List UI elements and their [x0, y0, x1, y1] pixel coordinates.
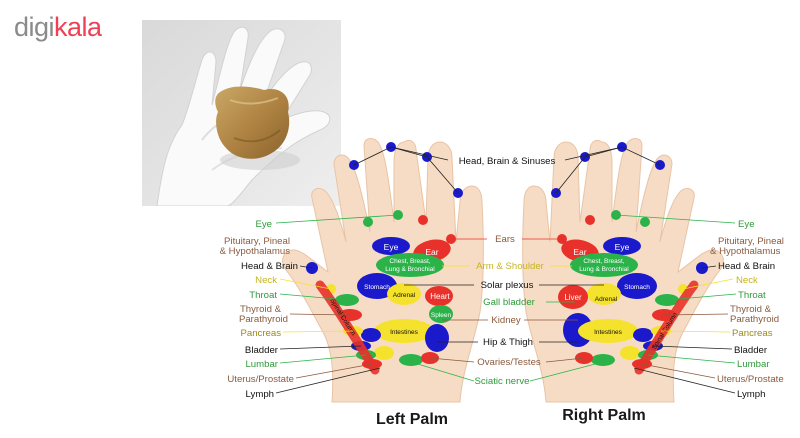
label-kidney: Kidney [491, 315, 521, 326]
label-pituitary-left-2: & Hypothalamus [220, 246, 291, 257]
right-palm-title: Right Palm [562, 407, 646, 424]
label-thyroid-left-2: Parathyroid [239, 314, 288, 325]
label-lymph-left: Lymph [246, 389, 274, 400]
logo-part-digi: digi [14, 12, 55, 42]
label-uterus-left: Uterus/Prostate [227, 374, 294, 385]
leader-lines [275, 146, 737, 394]
label-eye-side-left: Eye [255, 219, 272, 230]
label-eye-side-right: Eye [738, 219, 755, 230]
center-labels: Head, Brain & Sinuses Ears Arm & Shoulde… [459, 156, 556, 387]
label-lymph-right: Lymph [737, 389, 765, 400]
label-adrenal-left: Adrenal [393, 292, 416, 299]
label-adrenal-right: Adrenal [595, 296, 618, 303]
label-head-brain-sinuses: Head, Brain & Sinuses [459, 156, 556, 167]
label-stomach-left: Stomach [364, 284, 390, 291]
label-neck-left: Neck [255, 275, 277, 286]
label-hip-thigh: Hip & Thigh [483, 337, 533, 348]
label-ovaries-testes: Ovaries/Testes [477, 357, 541, 368]
left-side-labels: Eye Pituitary, Pineal & Hypothalamus Hea… [220, 219, 298, 400]
label-eye-right: Eye [615, 242, 630, 252]
label-neck-right: Neck [736, 275, 758, 286]
label-pancreas-left: Pancreas [240, 328, 281, 339]
left-palm-title: Left Palm [376, 411, 448, 428]
label-chest-left-2: Lung & Bronchial [385, 266, 435, 273]
right-side-labels: Eye Pituitary, Pineal & Hypothalamus Hea… [710, 219, 784, 400]
label-head-brain-right: Head & Brain [718, 261, 775, 272]
label-gall-bladder: Gall bladder [483, 297, 536, 308]
label-ear-left: Ear [425, 247, 438, 257]
label-sciatic-nerve: Sciatic nerve [475, 376, 530, 387]
label-lumbar-left: Lumbar [245, 359, 278, 370]
wooden-massage-tool-icon [215, 86, 300, 170]
label-pancreas-right: Pancreas [732, 328, 773, 339]
product-photo [142, 20, 341, 206]
label-bladder-left: Bladder [245, 345, 279, 356]
label-thyroid-left-1: Thyroid & [240, 304, 282, 315]
label-bladder-right: Bladder [734, 345, 768, 356]
label-stomach-right: Stomach [624, 284, 650, 291]
label-throat-left: Throat [249, 290, 277, 301]
label-pituitary-right-1: Pituitary, Pineal [718, 236, 784, 247]
label-lumbar-right: Lumbar [737, 359, 770, 370]
label-uterus-right: Uterus/Prostate [717, 374, 784, 385]
label-pituitary-left-1: Pituitary, Pineal [224, 236, 290, 247]
label-intestines-right: Intestines [594, 329, 623, 336]
label-intestines-left: Intestines [390, 329, 419, 336]
label-thyroid-right-2: Parathyroid [730, 314, 779, 325]
digikala-logo[interactable]: digikala [14, 12, 102, 43]
label-chest-right-1: Chest, Breast, [583, 258, 624, 265]
label-eye-left: Eye [384, 242, 399, 252]
label-liver: Liver [564, 293, 582, 302]
left-hand-zones [306, 142, 463, 375]
label-heart: Heart [430, 292, 450, 301]
label-solar-plexus: Solar plexus [481, 280, 534, 291]
label-spleen: Spleen [431, 312, 452, 319]
logo-part-kala: kala [54, 12, 102, 42]
label-chest-right-2: Lung & Bronchial [579, 266, 629, 273]
label-ears: Ears [495, 234, 515, 245]
label-chest-left-1: Chest, Breast, [389, 258, 430, 265]
label-head-brain-left: Head & Brain [241, 261, 298, 272]
label-throat-right: Throat [738, 290, 766, 301]
label-thyroid-right-1: Thyroid & [730, 304, 772, 315]
label-pituitary-right-2: & Hypothalamus [710, 246, 781, 257]
label-arm-shoulder: Arm & Shoulder [476, 261, 545, 272]
label-ear-right: Ear [573, 247, 586, 257]
